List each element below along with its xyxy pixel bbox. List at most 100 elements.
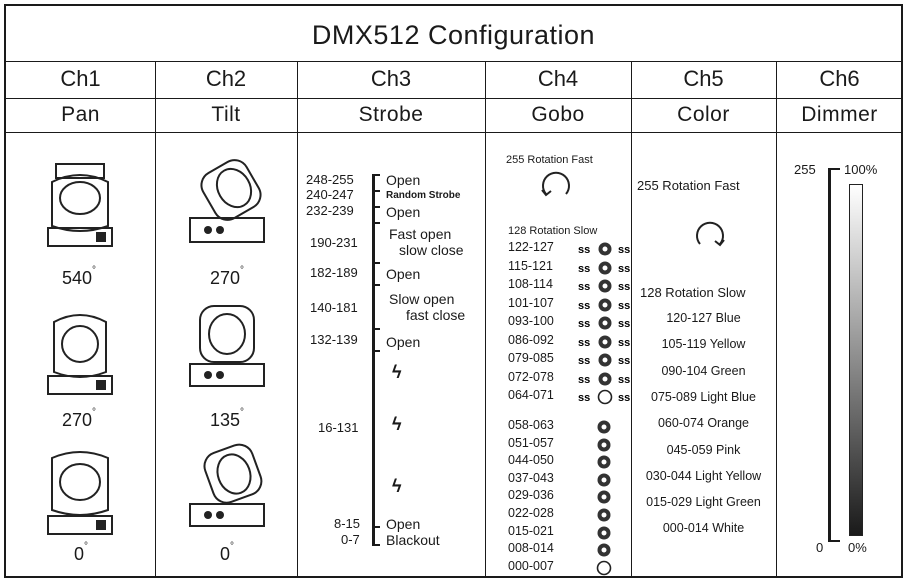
gobo-static-icon xyxy=(597,508,611,522)
gobo-shake-icon: ss ss xyxy=(578,242,630,256)
gobo-rotation-slow: 128 Rotation Slow xyxy=(508,225,598,237)
ch1-name: Pan xyxy=(61,103,100,126)
color-item: 075-089 Light Blue xyxy=(651,389,756,404)
gobo-shake-icon: ss ss xyxy=(578,279,630,293)
svg-text:ss: ss xyxy=(618,355,630,367)
gobo-static-range: 044-050 xyxy=(508,453,554,468)
gobo-static-icon xyxy=(597,455,611,469)
gobo-static-icon xyxy=(597,473,611,487)
svg-text:ss: ss xyxy=(578,355,590,367)
tilt-deg-1: 270° xyxy=(210,265,245,288)
strobe-label: fast close xyxy=(406,307,466,323)
svg-text:ss: ss xyxy=(578,244,590,256)
divider xyxy=(776,61,777,576)
color-item: 090-104 Green xyxy=(661,363,746,378)
ch5-name: Color xyxy=(677,103,730,126)
gobo-static-range: 008-014 xyxy=(508,541,554,556)
strobe-range: 16-131 xyxy=(318,420,359,435)
gobo-shake-range: 108-114 xyxy=(508,277,553,291)
gobo-shake-range: 079-085 xyxy=(508,351,554,365)
gobo-shake-range: 072-078 xyxy=(508,369,554,384)
gobo-shake-range: 115-121 xyxy=(508,258,553,273)
color-rotation-slow: 128 Rotation Slow xyxy=(640,285,746,300)
strobe-range: 190-231 xyxy=(310,235,358,250)
strobe-range: 8-15 xyxy=(334,516,361,531)
svg-text:ss: ss xyxy=(618,318,630,330)
gobo-static-icon xyxy=(597,438,611,452)
svg-text:ss: ss xyxy=(618,337,630,349)
gobo-static-icon xyxy=(597,543,611,557)
svg-text:ss: ss xyxy=(618,374,630,386)
dimmer-top: 255 xyxy=(794,162,816,177)
strobe-label: Slow open xyxy=(389,291,455,307)
pan-deg-2: 270° xyxy=(62,407,97,430)
divider xyxy=(155,61,156,576)
divider xyxy=(631,61,632,576)
ch5-header: Ch5 xyxy=(683,66,724,91)
dimmer-bracket xyxy=(828,168,831,542)
svg-text:ss: ss xyxy=(618,244,630,256)
gobo-shake-icon: ss ss xyxy=(578,353,630,367)
gobo-shake-range: 064-071 xyxy=(508,388,554,402)
strobe-range: 232-239 xyxy=(306,203,354,218)
gobo-static-range: 037-043 xyxy=(508,470,554,485)
rotation-icon xyxy=(541,171,570,197)
gobo-static-icon xyxy=(596,560,612,576)
gobo-static-icon xyxy=(597,526,611,540)
dimmer-top-pct: 100% xyxy=(844,162,878,177)
config-table: DMX512 Configuration Ch1 Ch2 Ch3 Ch4 Ch5… xyxy=(4,4,903,578)
strobe-label: Open xyxy=(386,204,421,220)
gobo-static-icon xyxy=(597,420,611,434)
gobo-shake-icon: ss ss xyxy=(578,261,630,275)
color-item: 120-127 Blue xyxy=(666,311,741,325)
gobo-static-range: 029-036 xyxy=(508,488,554,503)
dimmer-bottom-pct: 0% xyxy=(848,540,867,555)
color-item: 060-074 Orange xyxy=(657,416,750,431)
strobe-range: 240-247 xyxy=(306,187,354,202)
gobo-static-icon xyxy=(597,490,611,504)
svg-text:ss: ss xyxy=(618,300,630,312)
gobo-static-range: 051-057 xyxy=(508,435,554,450)
strobe-label: Fast open xyxy=(389,226,452,242)
svg-text:ss: ss xyxy=(578,281,590,293)
moving-head-icon xyxy=(189,159,265,243)
ch6-header: Ch6 xyxy=(819,66,860,91)
tilt-deg-3: 0° xyxy=(220,541,235,564)
strobe-label: Open xyxy=(386,334,421,350)
gobo-rotation-fast: 255 Rotation Fast xyxy=(506,154,593,166)
moving-head-icon xyxy=(47,314,113,395)
gobo-shake-range: 086-092 xyxy=(508,332,554,347)
strobe-label: Open xyxy=(386,266,421,282)
strobe-label: Random Strobe xyxy=(386,190,461,201)
gobo-static-range: 022-028 xyxy=(508,506,554,520)
dimmer-gradient-bar xyxy=(849,184,863,536)
strobe-label: slow close xyxy=(399,242,464,258)
dimmer-bottom: 0 xyxy=(816,540,824,555)
gobo-shake-range: 101-107 xyxy=(508,295,554,310)
color-item: 045-059 Pink xyxy=(666,442,741,457)
svg-text:ss: ss xyxy=(618,392,630,404)
strobe-bracket xyxy=(372,174,375,544)
gobo-static-range: 000-007 xyxy=(508,558,554,573)
strobe-range: 0-7 xyxy=(341,532,360,547)
strobe-range: 132-139 xyxy=(310,332,358,347)
svg-text:ss: ss xyxy=(618,263,630,275)
strobe-label: Open xyxy=(386,516,421,532)
pan-deg-3: 0° xyxy=(74,541,89,564)
gobo-shake-range: 093-100 xyxy=(508,314,554,328)
svg-text:ss: ss xyxy=(618,281,630,293)
ch6-name: Dimmer xyxy=(801,103,878,126)
color-item: 105-119 Yellow xyxy=(661,337,746,352)
ch1-header: Ch1 xyxy=(60,66,101,91)
lightning-icon: ϟ xyxy=(392,414,402,434)
ch2-header: Ch2 xyxy=(205,66,247,91)
divider xyxy=(6,132,901,133)
gobo-shake-icon: ss ss xyxy=(578,298,630,312)
strobe-range: 140-181 xyxy=(310,300,358,315)
svg-text:ss: ss xyxy=(578,263,590,275)
svg-text:ss: ss xyxy=(578,300,590,312)
